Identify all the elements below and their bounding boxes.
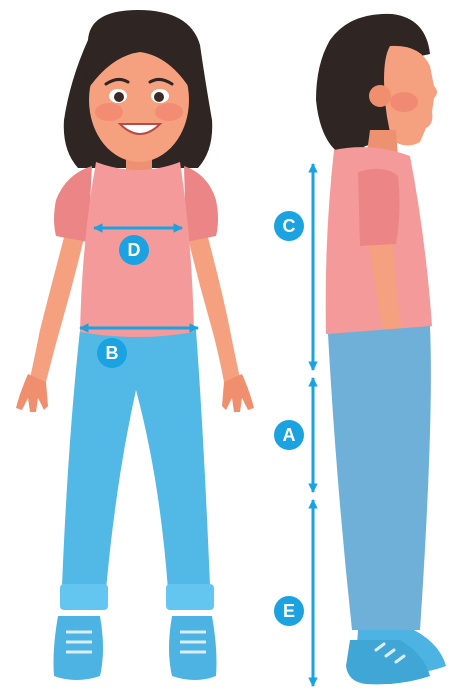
front-left-arm	[30, 230, 84, 382]
front-figure	[16, 10, 254, 680]
front-right-shoe	[169, 616, 217, 680]
front-right-sleeve	[184, 166, 218, 242]
side-cheek	[390, 92, 418, 112]
front-left-pupil	[114, 92, 124, 102]
front-left-cuff	[60, 584, 108, 610]
badge-d: D	[119, 235, 149, 265]
badge-a: A	[274, 420, 304, 450]
side-jeans	[328, 326, 431, 630]
side-sleeve	[358, 169, 400, 246]
front-left-shoe	[54, 616, 104, 680]
side-ear	[369, 85, 391, 107]
badge-e: E	[274, 596, 304, 626]
badge-c: C	[274, 211, 304, 241]
badge-b: B	[97, 338, 127, 368]
front-right-cuff	[166, 584, 214, 610]
front-right-pupil	[154, 92, 164, 102]
front-right-cheek	[155, 103, 183, 121]
front-left-cheek	[95, 103, 123, 121]
front-jeans	[62, 330, 210, 590]
side-figure	[316, 14, 446, 684]
